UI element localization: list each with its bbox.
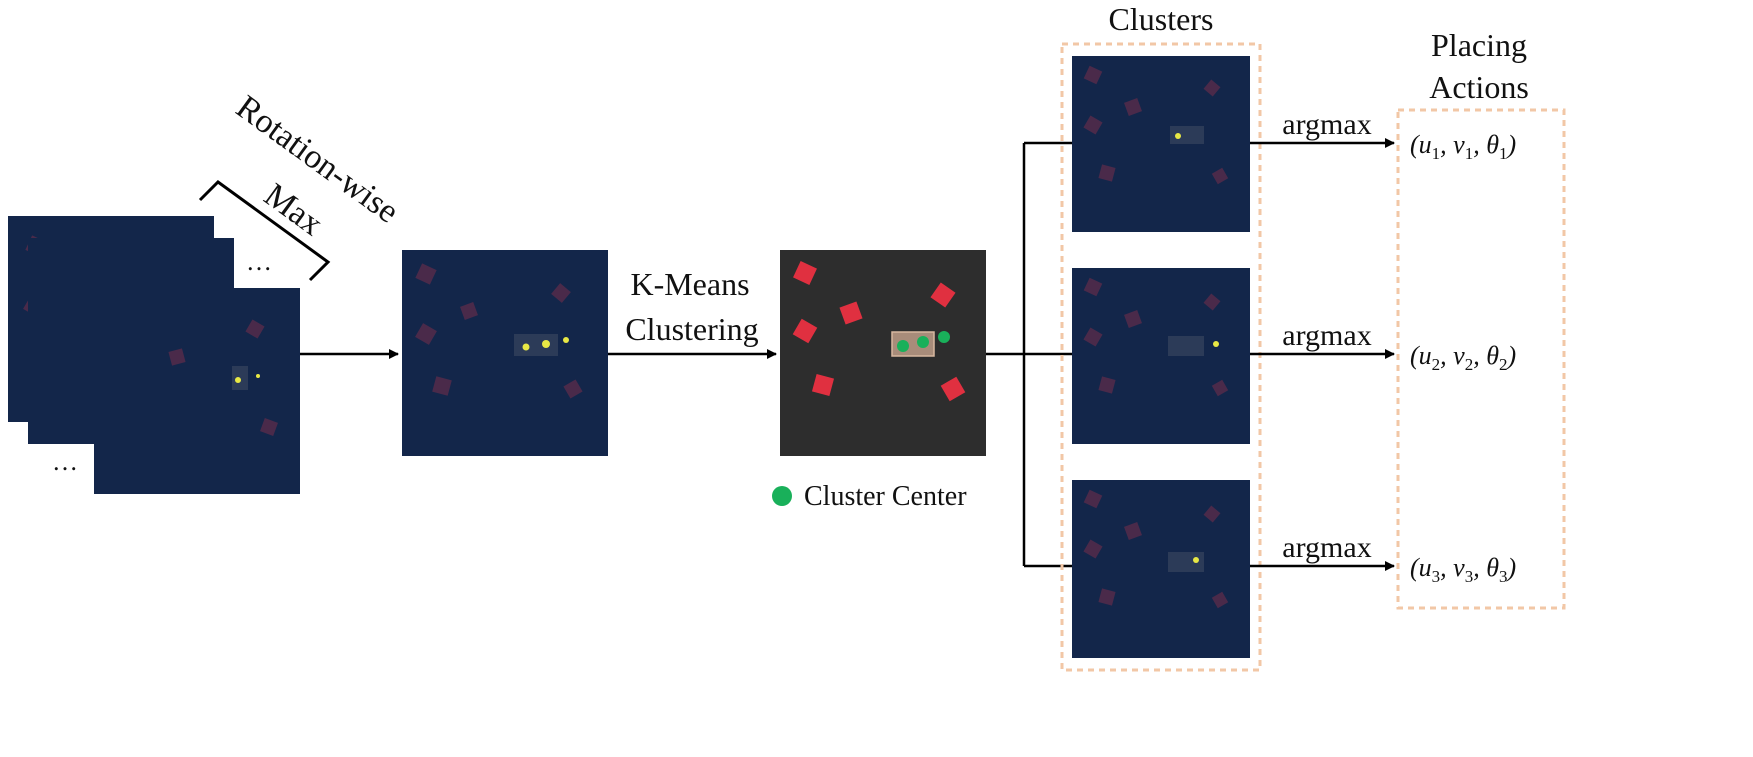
argmax-label-3: argmax (1282, 531, 1371, 564)
hotspot (256, 374, 260, 378)
cluster-center-dot (897, 340, 909, 352)
cluster-heatmap-3 (1072, 480, 1250, 658)
hotspot (1213, 341, 1219, 347)
hotspot (542, 340, 550, 348)
hotspot (1193, 557, 1199, 563)
cluster-center-dot (917, 336, 929, 348)
placing-action-3: (u3, v3, θ3) (1410, 553, 1516, 586)
hotspot (563, 337, 569, 343)
kmeans-label: K-Means (630, 266, 749, 302)
placing-action-1: (u1, v1, θ1) (1410, 130, 1516, 163)
argmax-label-2: argmax (1282, 319, 1371, 352)
actions-title: Actions (1429, 69, 1529, 105)
max-heatmap (402, 250, 608, 456)
scene-image (780, 250, 986, 456)
hotspot (1175, 133, 1181, 139)
cluster-center-legend-label: Cluster Center (804, 481, 967, 512)
placing-title: Placing (1431, 27, 1527, 63)
argmax-label-1: argmax (1282, 108, 1371, 141)
stack-ellipsis-bottom: … (52, 447, 78, 476)
max-label: Max (257, 177, 329, 244)
rotation-stack: … … Rotation-wise Max (8, 89, 405, 494)
branch-lines (986, 141, 1072, 568)
cluster-center-dot (938, 331, 950, 343)
hotspot (522, 343, 530, 351)
clustering-label: Clustering (625, 311, 758, 347)
clusters-dashed-box (1060, 42, 1262, 672)
hotspot (235, 377, 241, 383)
cluster-heatmap-1 (1072, 56, 1250, 232)
rotation-bracket (198, 180, 331, 282)
placing-action-2: (u2, v2, θ2) (1410, 341, 1516, 374)
cluster-heatmap-2 (1072, 268, 1250, 444)
heatmap-front (94, 288, 300, 494)
clusters-title: Clusters (1109, 1, 1214, 37)
stack-ellipsis-top: … (246, 247, 272, 276)
cluster-center-legend-icon (772, 486, 792, 506)
actions-dashed-box (1396, 108, 1566, 610)
